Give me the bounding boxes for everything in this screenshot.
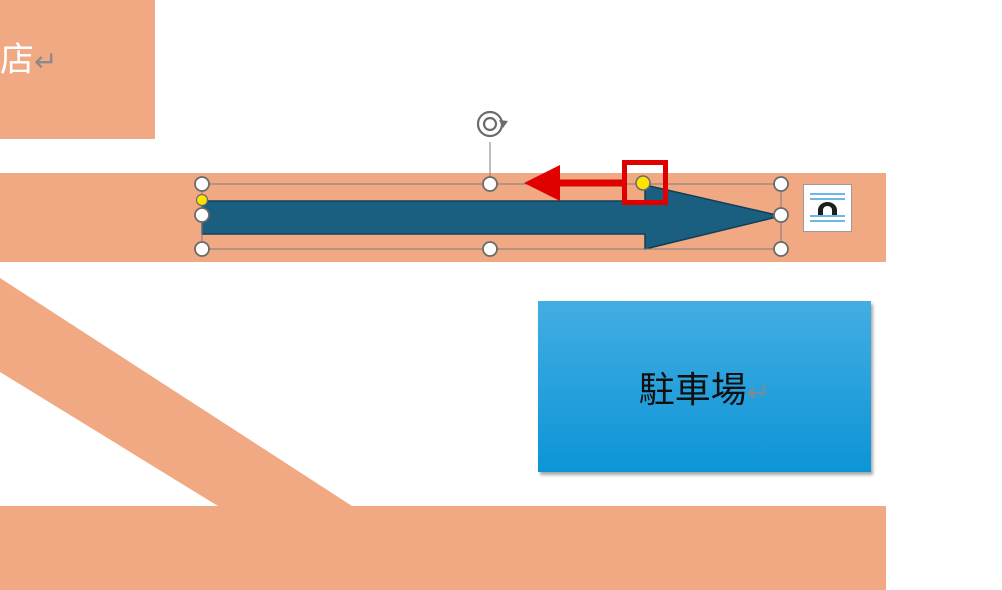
resize-handle-top-left[interactable] <box>194 176 210 192</box>
parking-label-text: 駐車場 <box>638 369 747 411</box>
red-left-arrow-icon <box>524 165 626 201</box>
parking-box[interactable]: 駐車場↵ <box>538 301 871 472</box>
road-horizontal-bottom[interactable] <box>0 506 886 590</box>
resize-handle-bottom-center[interactable] <box>482 241 498 257</box>
arrow-shape[interactable] <box>201 184 782 250</box>
resize-handle-top-center[interactable] <box>482 176 498 192</box>
paragraph-mark-icon: ↵ <box>746 375 771 409</box>
layout-options-button[interactable] <box>803 184 852 232</box>
rotate-handle-icon[interactable] <box>476 110 508 138</box>
shop-label: 店↵ <box>0 40 57 82</box>
adjust-handle-shaft[interactable] <box>195 193 209 207</box>
parking-label: 駐車場↵ <box>639 361 770 413</box>
resize-handle-bottom-left[interactable] <box>194 241 210 257</box>
resize-handle-middle-left[interactable] <box>194 207 210 223</box>
adjust-handle-arrowhead[interactable] <box>635 175 651 191</box>
road-diagonal-shape[interactable] <box>0 278 352 506</box>
shop-label-text: 店 <box>0 40 34 80</box>
paragraph-mark-icon: ↵ <box>34 45 58 78</box>
resize-handle-bottom-right[interactable] <box>773 241 789 257</box>
shop-block[interactable] <box>0 0 155 139</box>
resize-handle-middle-right[interactable] <box>773 207 789 223</box>
resize-handle-top-right[interactable] <box>773 176 789 192</box>
layout-options-icon <box>810 193 845 222</box>
